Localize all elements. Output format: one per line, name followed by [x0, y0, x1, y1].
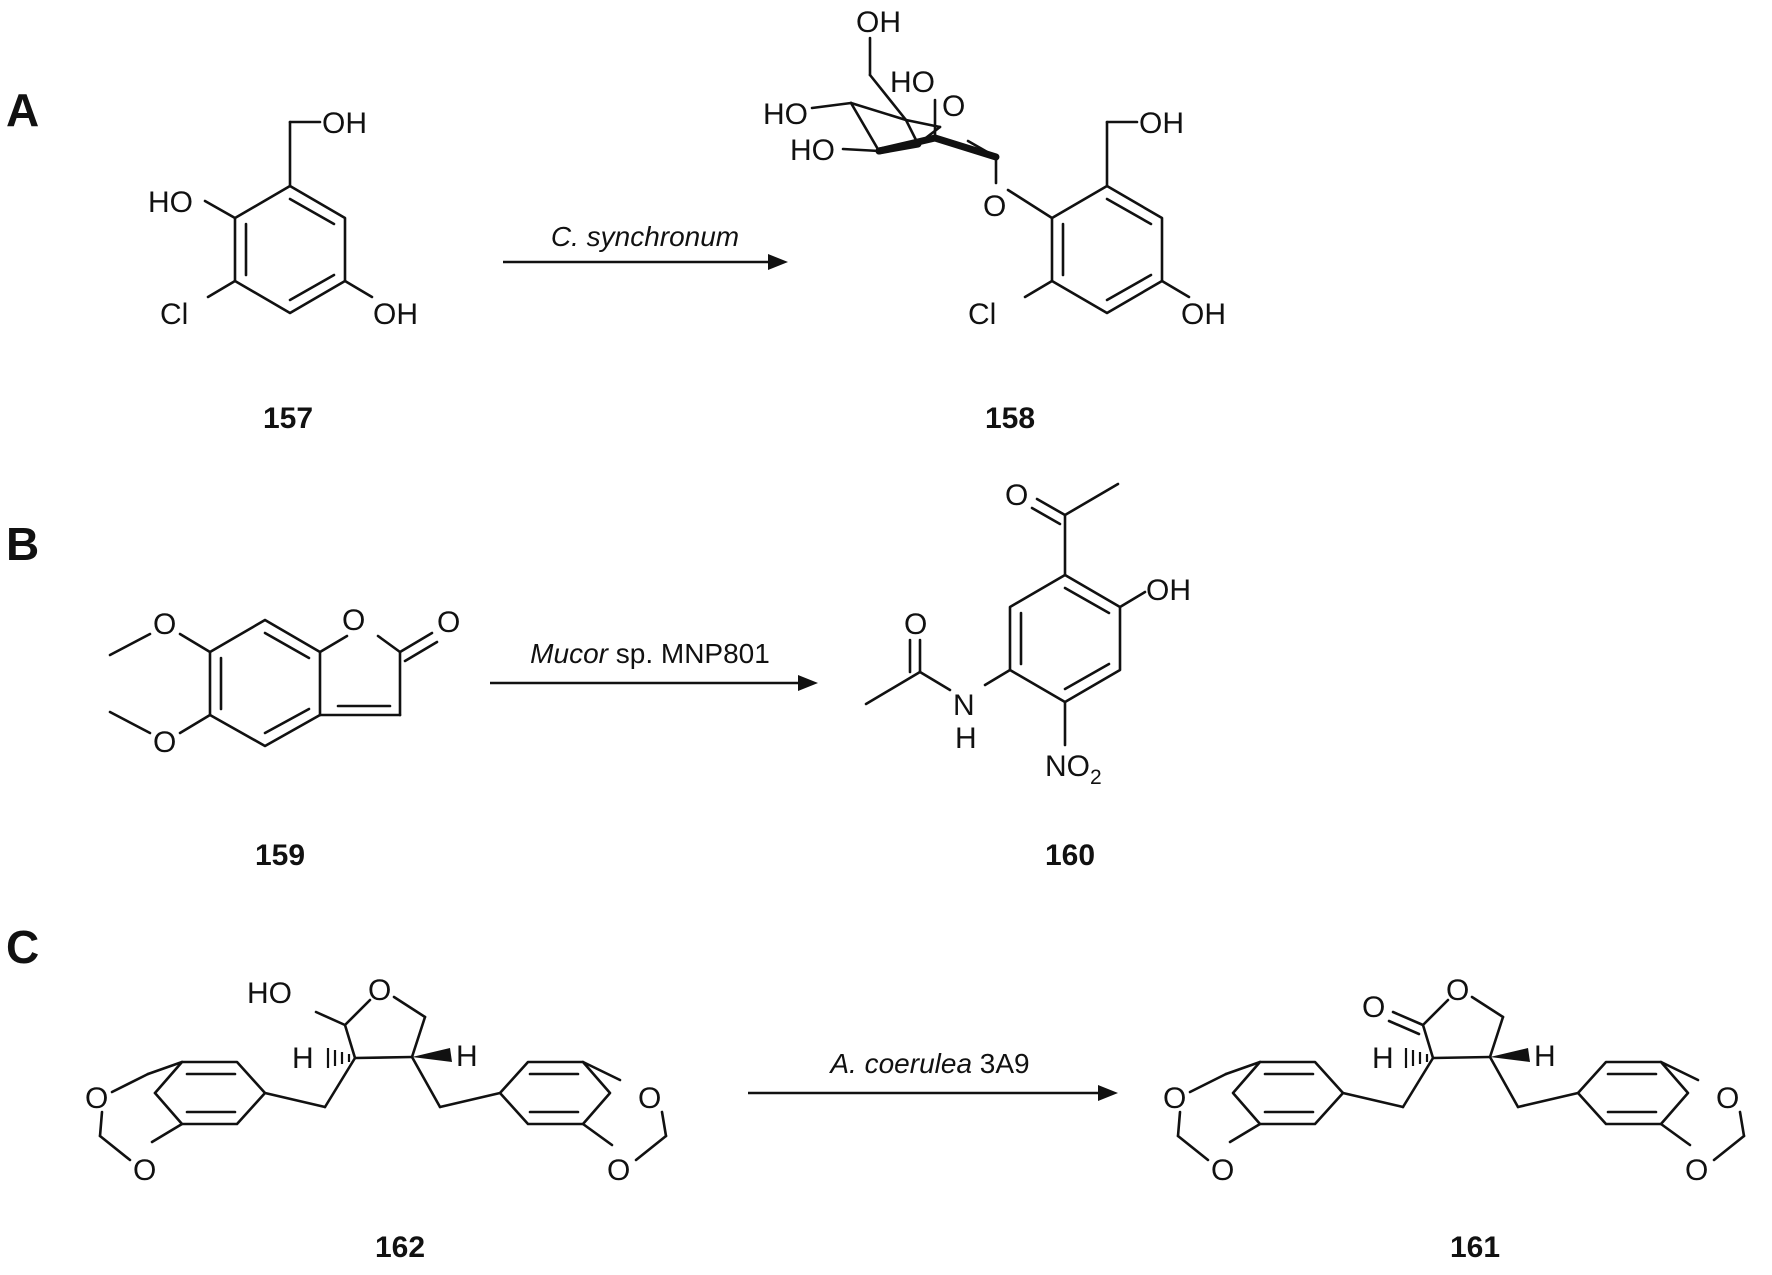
reaction-a-condition: C. synchronum	[551, 221, 739, 252]
reaction-a-organism: C. synchronum	[551, 221, 739, 252]
structure-162: O HO H H O O	[85, 974, 668, 1187]
compound-label-161: 161	[1450, 1231, 1500, 1264]
atom-oh: OH	[1181, 298, 1226, 331]
atom-o: O	[368, 974, 391, 1007]
atom-o: O	[942, 90, 965, 123]
atom-ho: HO	[148, 186, 193, 219]
atom-o: O	[607, 1154, 630, 1187]
atom-oh: OH	[1139, 107, 1184, 140]
atom-oh: OH	[373, 298, 418, 331]
structure-160: O OH NO2 N H O	[864, 479, 1191, 789]
atom-o: O	[904, 608, 927, 641]
atom-no: NO	[1045, 750, 1090, 783]
structure-161: O O H H O O	[1163, 974, 1746, 1187]
structure-157: OH HO Cl OH	[148, 107, 418, 331]
atom-no2: NO2	[1045, 750, 1102, 789]
atom-ho: HO	[247, 977, 292, 1010]
atom-o: O	[1716, 1082, 1739, 1115]
compound-label-158: 158	[985, 402, 1035, 435]
compound-label-157: 157	[263, 402, 313, 435]
atom-h: H	[1534, 1040, 1556, 1073]
compound-label-162: 162	[375, 1231, 425, 1264]
reaction-arrow-a	[503, 254, 788, 270]
reaction-b-organism: Mucor	[530, 638, 609, 669]
panel-label-c: C	[6, 921, 39, 973]
atom-oh: OH	[322, 107, 367, 140]
compound-label-159: 159	[255, 839, 305, 872]
atom-h: H	[955, 722, 977, 755]
reaction-arrow-b	[490, 675, 818, 691]
atom-n: N	[953, 689, 975, 722]
atom-o: O	[1685, 1154, 1708, 1187]
panel-label-a: A	[6, 84, 39, 136]
atom-cl: Cl	[160, 298, 188, 331]
atom-o: O	[1005, 479, 1028, 512]
atom-o: O	[1362, 991, 1385, 1024]
atom-o: O	[133, 1154, 156, 1187]
atom-h: H	[1372, 1042, 1394, 1075]
subscript-2: 2	[1090, 766, 1102, 789]
atom-o: O	[153, 726, 176, 759]
atom-h: H	[292, 1042, 314, 1075]
reaction-b-strain: sp. MNP801	[608, 638, 770, 669]
atom-o: O	[437, 606, 460, 639]
atom-o: O	[1211, 1154, 1234, 1187]
reaction-arrow-c	[748, 1085, 1118, 1101]
atom-ho: HO	[790, 134, 835, 167]
atom-o: O	[1446, 974, 1469, 1007]
atom-o: O	[85, 1082, 108, 1115]
atom-o: O	[638, 1082, 661, 1115]
panel-label-b: B	[6, 518, 39, 570]
structure-158: OH Cl OH O O OH HO HO HO	[763, 6, 1226, 331]
atom-ho: HO	[763, 98, 808, 131]
atom-oh: OH	[1146, 574, 1191, 607]
atom-oh: OH	[856, 6, 901, 39]
atom-o: O	[342, 604, 365, 637]
atom-o: O	[983, 190, 1006, 223]
atom-o: O	[1163, 1082, 1186, 1115]
structure-159: O O O O	[108, 604, 460, 759]
atom-o: O	[153, 608, 176, 641]
reaction-b-condition: Mucor sp. MNP801	[530, 638, 770, 669]
atom-cl: Cl	[968, 298, 996, 331]
atom-ho: HO	[890, 66, 935, 99]
reaction-c-condition: A. coerulea 3A9	[828, 1048, 1029, 1079]
compound-label-160: 160	[1045, 839, 1095, 872]
atom-h: H	[456, 1040, 478, 1073]
reaction-c-strain: 3A9	[972, 1048, 1030, 1079]
reaction-c-organism: A. coerulea	[828, 1048, 972, 1079]
